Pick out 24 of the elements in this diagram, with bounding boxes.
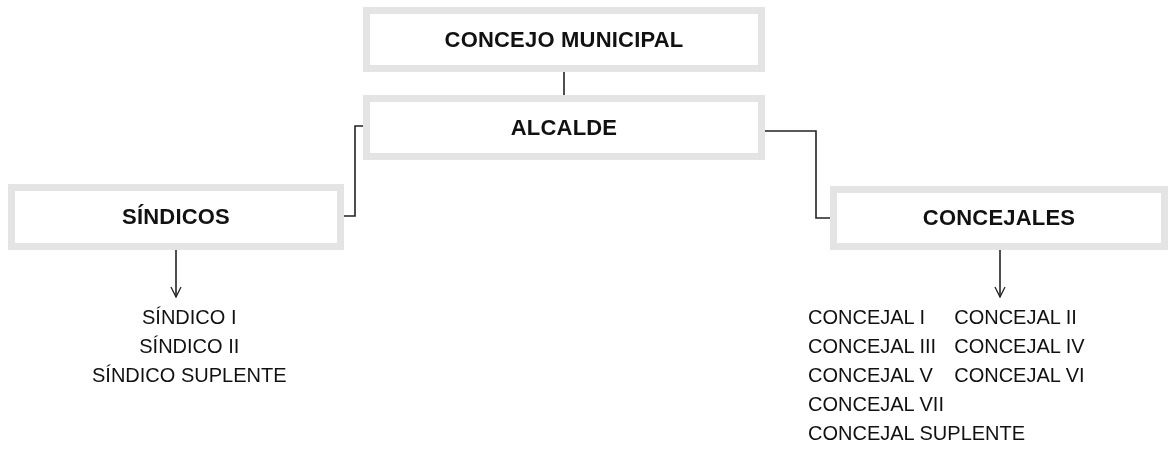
connector-line <box>764 130 831 219</box>
member-name: SÍNDICO I <box>142 305 237 330</box>
member-name: CONCEJAL II <box>954 305 1077 330</box>
member-name: SÍNDICO SUPLENTE <box>92 363 287 388</box>
box-title: ALCALDE <box>510 114 618 141</box>
arrow <box>170 249 182 298</box>
member-name: CONCEJAL III <box>808 334 937 359</box>
member-name: CONCEJAL VII <box>808 392 944 417</box>
org-box <box>363 95 765 160</box>
connector-line <box>563 71 565 96</box>
member-name: CONCEJAL IV <box>954 334 1085 359</box>
arrow <box>994 249 1006 298</box>
org-box <box>363 7 765 72</box>
member-name: CONCEJAL I <box>808 305 926 330</box>
member-name: CONCEJAL VI <box>954 363 1085 388</box>
connector-line <box>343 125 364 217</box>
org-box <box>830 186 1168 250</box>
org-box <box>8 184 344 250</box>
box-title: CONCEJO MUNICIPAL <box>444 26 684 53</box>
member-name: CONCEJAL V <box>808 363 933 388</box>
member-name: SÍNDICO II <box>139 334 240 359</box>
box-title: SÍNDICOS <box>122 204 230 230</box>
member-name: CONCEJAL SUPLENTE <box>808 421 1026 446</box>
box-title: CONCEJALES <box>922 205 1076 231</box>
